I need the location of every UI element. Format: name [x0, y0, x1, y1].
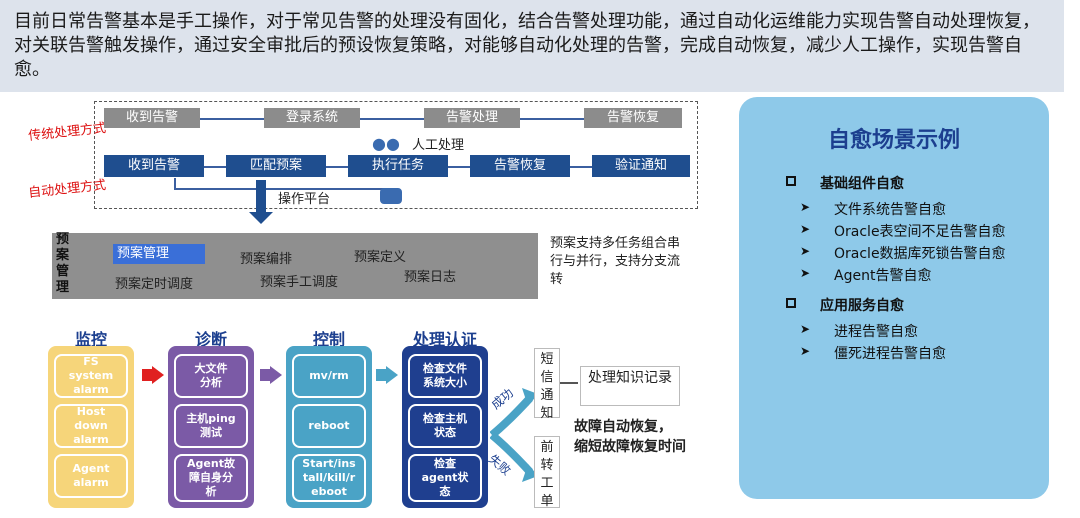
sms-notice-text: 短信通知: [540, 352, 554, 421]
platform-label: 操作平台: [278, 192, 331, 207]
arrowhead-icon: ➤: [800, 222, 811, 236]
arrow-control-verify-shaft: [376, 369, 386, 381]
stage-column-monitor: [48, 346, 134, 508]
platform-bracket: [174, 178, 394, 190]
trad-step-login: 登录系统: [264, 108, 360, 128]
arrow-diagnose-control-shaft: [260, 369, 270, 381]
arrowhead-icon: ➤: [800, 266, 811, 280]
auto-step-receive: 收到告警: [104, 155, 204, 177]
intro-text: 目前日常告警基本是手工操作，对于常见告警的处理没有固化，结合告警处理功能，通过自…: [14, 11, 1040, 80]
manual-label: 人工处理: [412, 138, 465, 153]
down-arrow-shaft: [256, 180, 266, 214]
plan-item-define[interactable]: 预案定义: [354, 250, 407, 265]
example-item: Agent告警自愈: [834, 268, 932, 284]
verify-item-agent: 检查 agent状 态: [408, 454, 482, 502]
traditional-connector: [120, 118, 670, 120]
ticket-forward-text: 前转工单: [540, 440, 554, 509]
plan-item-manual[interactable]: 预案手工调度: [260, 275, 339, 290]
plan-item-schedule[interactable]: 预案定时调度: [115, 277, 194, 292]
example-item: 僵死进程告警自愈: [834, 346, 946, 362]
auto-step-verify: 验证通知: [592, 155, 690, 177]
monitor-item-fs: FS system alarm: [54, 354, 128, 398]
monitor-item-agent: Agent alarm: [54, 454, 128, 498]
stage-column-diagnose: [168, 346, 254, 508]
ticket-forward-box: 前转工单: [534, 436, 560, 509]
auto-step-match: 匹配预案: [226, 155, 326, 177]
arrow-monitor-diagnose-shaft: [142, 369, 152, 381]
stage-title-diagnose: 诊断: [194, 330, 227, 349]
trad-step-receive: 收到告警: [104, 108, 200, 128]
auto-step-execute: 执行任务: [348, 155, 448, 177]
arrowhead-icon: ➤: [800, 200, 811, 214]
arrow-right-icon: [386, 366, 398, 384]
plan-item-manage[interactable]: 预案管理: [113, 244, 205, 264]
arrow-right-icon: [270, 366, 282, 384]
stage-column-verify: [402, 346, 488, 508]
stage-title-control: 控制: [312, 330, 345, 349]
robot-icon: [380, 188, 402, 204]
plan-note: 预案支持多任务组合串行与并行，支持分支流转: [550, 236, 681, 287]
examples-title: 自愈场景示例: [827, 128, 960, 153]
diagnose-item-ping: 主机ping 测试: [174, 404, 248, 448]
auto-step-recover: 告警恢复: [470, 155, 570, 177]
example-item: 文件系统告警自愈: [834, 202, 946, 218]
summary-line-2: 缩短故障恢复时间: [574, 439, 686, 455]
monitor-item-host: Host down alarm: [54, 404, 128, 448]
diagnose-item-agent: Agent故 障自身分 析: [174, 454, 248, 502]
verify-item-fs: 检查文件 系统大小: [408, 354, 482, 398]
verify-item-host: 检查主机 状态: [408, 404, 482, 448]
sms-notice-box: 短信通知: [534, 348, 560, 421]
arrowhead-icon: ➤: [800, 322, 811, 336]
control-item-reboot: reboot: [292, 404, 366, 448]
knowledge-connector: [560, 382, 578, 384]
group-name-basic: 基础组件自愈: [820, 176, 904, 192]
control-item-mvrm: mv/rm: [292, 354, 366, 398]
arrow-right-icon: [152, 366, 164, 384]
knowledge-record-text: 处理知识记录: [588, 370, 672, 386]
control-item-start: Start/ins tall/kill/r eboot: [292, 454, 366, 502]
trad-step-recover: 告警恢复: [584, 108, 682, 128]
stage-column-control: [286, 346, 372, 508]
group-bullet-icon: [786, 298, 796, 308]
down-arrow-icon: [249, 212, 273, 224]
group-bullet-icon: [786, 176, 796, 186]
people-icon: ●●: [372, 134, 400, 153]
group-name-app: 应用服务自愈: [820, 298, 904, 314]
trad-step-handle: 告警处理: [424, 108, 520, 128]
stage-title-monitor: 监控: [74, 330, 107, 349]
summary-line-1: 故障自动恢复，: [574, 419, 672, 435]
plan-item-orchestrate[interactable]: 预案编排: [240, 252, 293, 267]
stage-title-verify: 处理认证: [412, 330, 477, 349]
example-item: 进程告警自愈: [834, 324, 918, 340]
arrowhead-icon: ➤: [800, 244, 811, 258]
process-flow-frame: [94, 101, 698, 209]
plan-title: 预案管理: [56, 232, 70, 295]
example-item: Oracle数据库死锁告警自愈: [834, 246, 1006, 262]
diagnose-item-bigfile: 大文件 分析: [174, 354, 248, 398]
knowledge-record-box: 处理知识记录: [580, 366, 680, 406]
arrowhead-icon: ➤: [800, 344, 811, 358]
example-item: Oracle表空间不足告警自愈: [834, 224, 1006, 240]
plan-item-log[interactable]: 预案日志: [404, 270, 457, 285]
intro-banner: 目前日常告警基本是手工操作，对于常见告警的处理没有固化，结合告警处理功能，通过自…: [0, 0, 1064, 92]
